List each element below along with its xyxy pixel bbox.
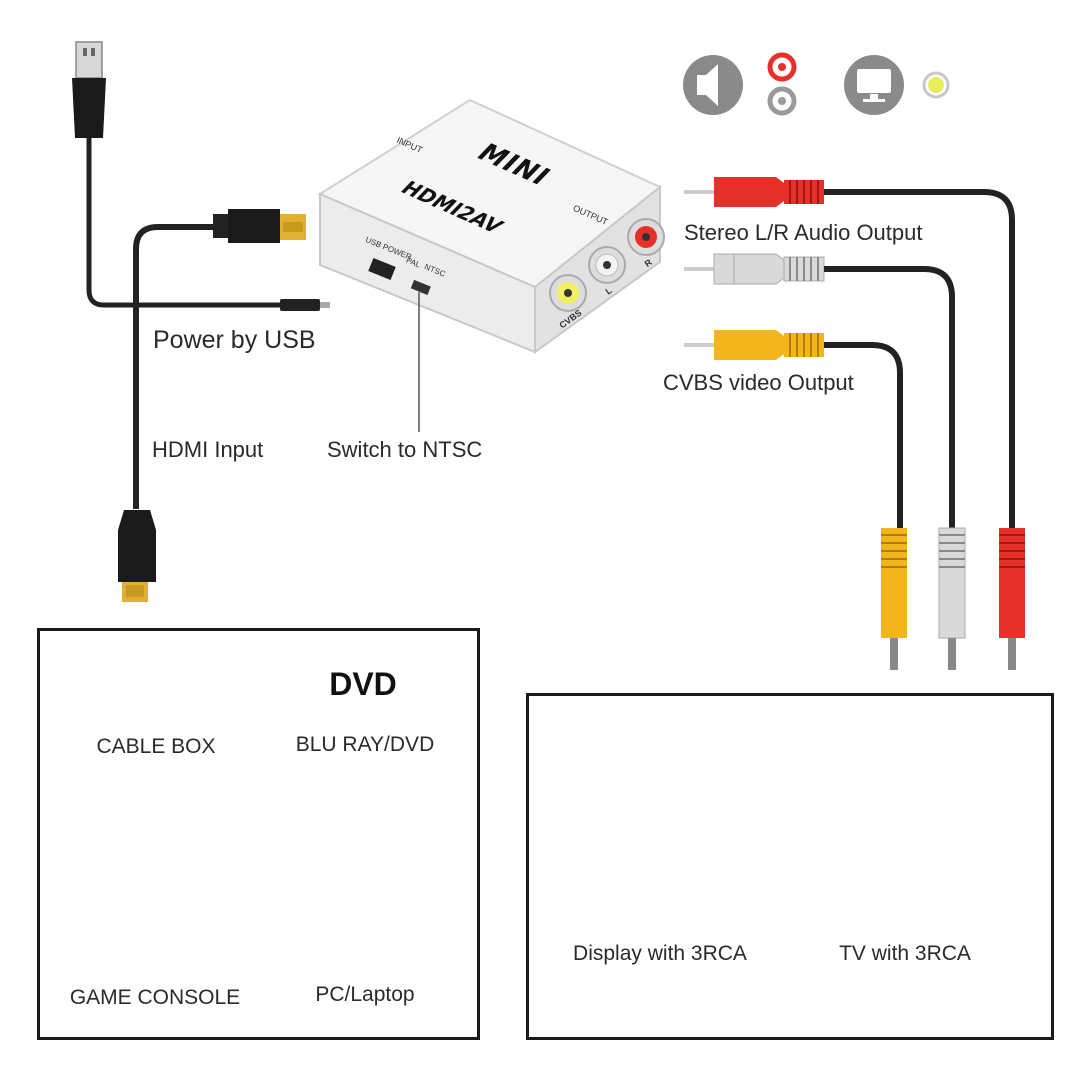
video-output-label: CVBS video Output — [663, 370, 854, 395]
red-white-rca-icon — [767, 52, 797, 116]
audio-output-label: Stereo L/R Audio Output — [684, 220, 923, 245]
rca-cable-white — [684, 253, 966, 670]
usb-cable — [72, 41, 330, 311]
game-console-label: GAME CONSOLE — [69, 986, 241, 1009]
yellow-rca-icon — [922, 71, 950, 99]
display-label: Display with 3RCA — [573, 942, 747, 965]
hdmi2av-converter — [317, 98, 665, 354]
tv-label: TV with 3RCA — [839, 942, 971, 965]
dvd-logo-text: DVD — [329, 666, 397, 702]
rca-cable-yellow — [684, 330, 907, 670]
bluray-label: BLU RAY/DVD — [295, 733, 435, 756]
monitor-icon — [844, 55, 904, 115]
output-devices-panel — [526, 693, 1054, 1040]
hdmi-cable — [118, 209, 306, 602]
source-devices-panel — [37, 628, 480, 1040]
pc-label: PC/Laptop — [315, 983, 415, 1006]
switch-label: Switch to NTSC — [327, 437, 483, 462]
hdmi-input-label: HDMI Input — [152, 437, 264, 462]
speaker-icon — [683, 55, 743, 115]
rca-cable-red — [684, 177, 1025, 670]
power-label: Power by USB — [153, 326, 316, 354]
cable-box-label: CABLE BOX — [96, 735, 216, 758]
